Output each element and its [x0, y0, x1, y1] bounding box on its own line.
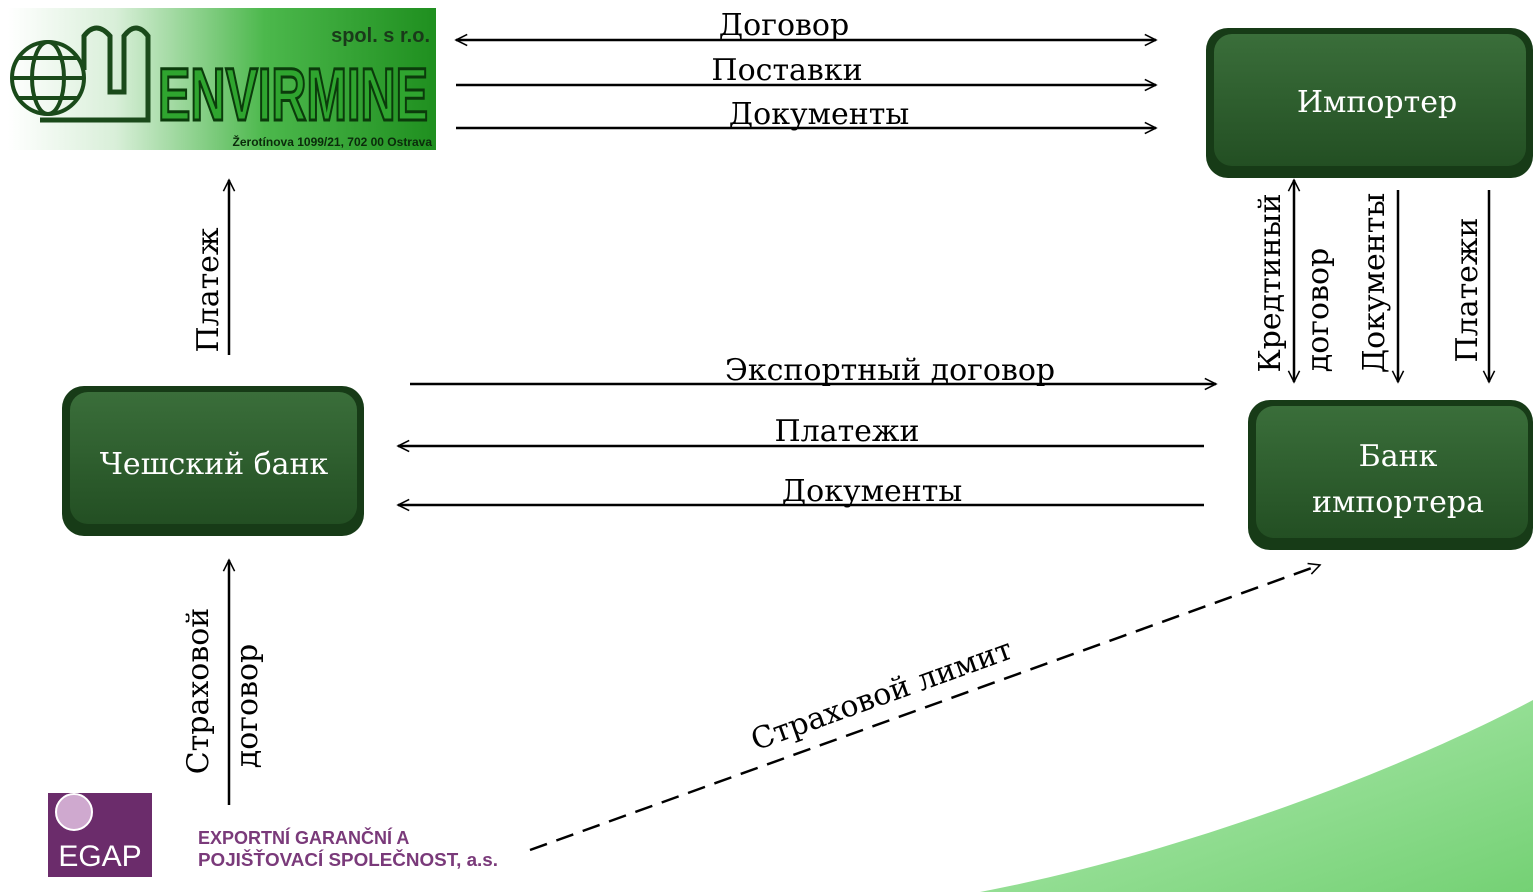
importer-box: Импортер — [1206, 28, 1533, 178]
documents-right-arrow: Документы — [1357, 190, 1398, 382]
payments-right-arrow: Платежи — [1450, 190, 1489, 382]
insurance-contract-label-line2: договор — [230, 644, 265, 768]
credit-contract-arrow: Кредтиный договор — [1253, 180, 1336, 382]
envirmine-company-line: spol. s r.o. — [331, 25, 430, 47]
documents-mid-label: Документы — [782, 474, 962, 509]
globe-icon — [10, 25, 151, 123]
documents-mid-arrow: Документы — [398, 474, 1204, 509]
egap-mark: EGAP — [58, 840, 141, 873]
payments-right-label: Платежи — [1450, 217, 1485, 362]
export-contract-label: Экспортный договор — [725, 353, 1055, 388]
payments-mid-label: Платежи — [774, 414, 919, 449]
payment-left-arrow: Платеж — [191, 180, 229, 355]
payment-left-label: Платеж — [191, 227, 226, 352]
deliveries-label: Поставки — [711, 53, 862, 88]
envirmine-name: ENVIRMINE — [158, 53, 428, 136]
contract-label: Договор — [719, 8, 849, 43]
importer-label: Импортер — [1297, 85, 1457, 120]
documents-right-label: Документы — [1357, 193, 1392, 373]
importer-bank-label-line2: импортера — [1312, 485, 1484, 520]
insurance-limit-label: Страховой лимит — [746, 632, 1017, 758]
importer-bank-box: Банк импортера — [1248, 400, 1533, 550]
envirmine-logo: spol. s r.o. ENVIRMINE Žerotínova 1099/2… — [8, 8, 436, 150]
czech-bank-label: Чешский банк — [100, 447, 329, 482]
credit-contract-label-line2: договор — [1301, 248, 1336, 372]
payments-mid-arrow: Платежи — [398, 414, 1204, 449]
deliveries-arrow: Поставки — [456, 53, 1156, 88]
globe-icon — [55, 793, 93, 831]
insurance-contract-label-line1: Страховой — [181, 608, 216, 775]
insurance-contract-arrow: Страховой договор — [181, 560, 265, 805]
credit-contract-label-line1: Кредтиный — [1253, 193, 1288, 372]
decorative-swoosh — [980, 700, 1533, 892]
egap-name-line1: EXPORTNÍ GARANČNÍ A — [198, 827, 409, 848]
documents-top-label: Документы — [729, 97, 909, 132]
envirmine-address: Žerotínova 1099/21, 702 00 Ostrava — [233, 134, 433, 149]
contract-arrow: Договор — [456, 8, 1156, 43]
insurance-limit-arrow: Страховой лимит — [529, 565, 1320, 852]
importer-bank-label-line1: Банк — [1359, 439, 1438, 474]
czech-bank-box: Чешский банк — [62, 386, 364, 536]
egap-logo: EGAP EXPORTNÍ GARANČNÍ A POJIŠŤOVACÍ SPO… — [48, 793, 498, 877]
documents-top-arrow: Документы — [456, 97, 1156, 132]
egap-name-line2: POJIŠŤOVACÍ SPOLEČNOST, a.s. — [198, 849, 498, 870]
export-contract-arrow: Экспортный договор — [410, 353, 1216, 388]
